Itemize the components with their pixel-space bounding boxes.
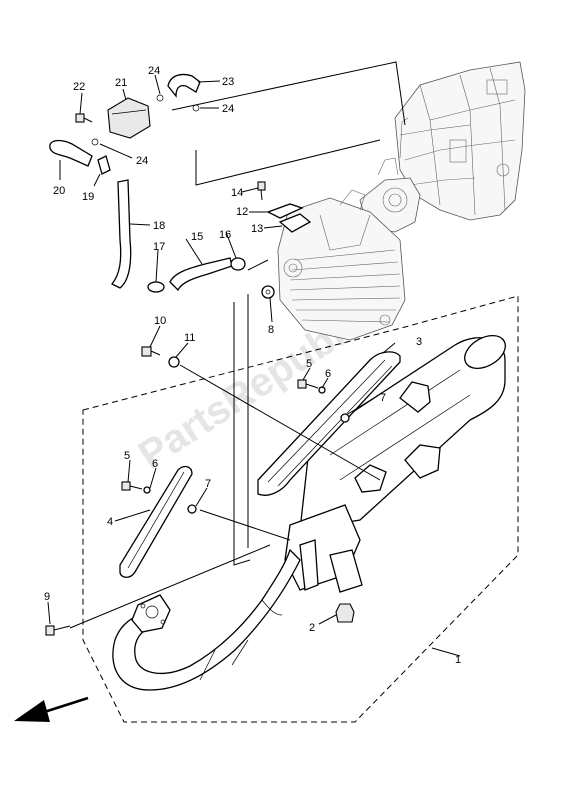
clamp-17 [147,281,165,293]
callout-16: 16 [219,229,231,241]
front-direction-arrow-icon [14,696,89,722]
callout-6-lower: 6 [152,458,158,470]
bolt-22 [75,113,93,123]
washer-6-lower [143,486,151,494]
callout-20: 20 [53,185,65,197]
hose-23 [167,73,201,98]
protector-4 [119,465,193,578]
callout-10: 10 [154,315,166,327]
muffler-assembly-outline [82,295,519,723]
bolt-5-lower [121,481,143,491]
callout-18: 18 [153,220,165,232]
callout-9: 9 [44,591,50,603]
leader-lines [47,61,461,657]
protector-3 [257,351,401,496]
callout-12: 12 [236,206,248,218]
engine-assembly [277,61,526,341]
bolt-14 [257,181,266,201]
callout-labels: 1 2 3 4 5 5 6 6 7 7 8 9 10 11 12 13 14 1… [44,65,461,666]
callout-24-left: 24 [136,155,148,167]
callout-1: 1 [455,654,461,666]
bolt-5-upper [297,379,319,389]
bolt-10 [141,346,161,357]
washer-7-upper [340,413,350,423]
callout-14: 14 [231,187,243,199]
clamp-16 [230,257,246,271]
callout-22: 22 [73,81,85,93]
callout-6-upper: 6 [325,368,331,380]
hose-18 [110,179,132,289]
reed-valve-21 [107,97,151,139]
damper-2 [335,603,355,623]
gasket-12 [266,203,304,219]
pipe-19 [97,155,111,175]
callout-7-upper: 7 [380,392,386,404]
bolt-9 [45,625,71,636]
callout-3: 3 [416,336,422,348]
callout-24-top: 24 [148,65,160,77]
callout-17: 17 [153,241,165,253]
washer-11 [168,356,180,368]
cover-13 [278,213,312,233]
callout-24-right: 24 [222,103,234,115]
callout-13: 13 [251,223,263,235]
callout-4: 4 [107,516,113,528]
callout-23: 23 [222,76,234,88]
callout-19: 19 [82,191,94,203]
hose-20 [49,139,93,167]
callout-15: 15 [191,231,203,243]
callout-21: 21 [115,77,127,89]
washer-6-upper [318,386,326,394]
callout-2: 2 [309,622,315,634]
callout-11: 11 [184,332,195,344]
callout-8: 8 [268,324,274,336]
muffler [112,334,506,691]
washer-7-lower [187,504,197,514]
gasket-8 [261,285,275,299]
callout-7-lower: 7 [205,478,211,490]
callout-5-lower: 5 [124,450,130,462]
callout-5-upper: 5 [306,358,312,370]
